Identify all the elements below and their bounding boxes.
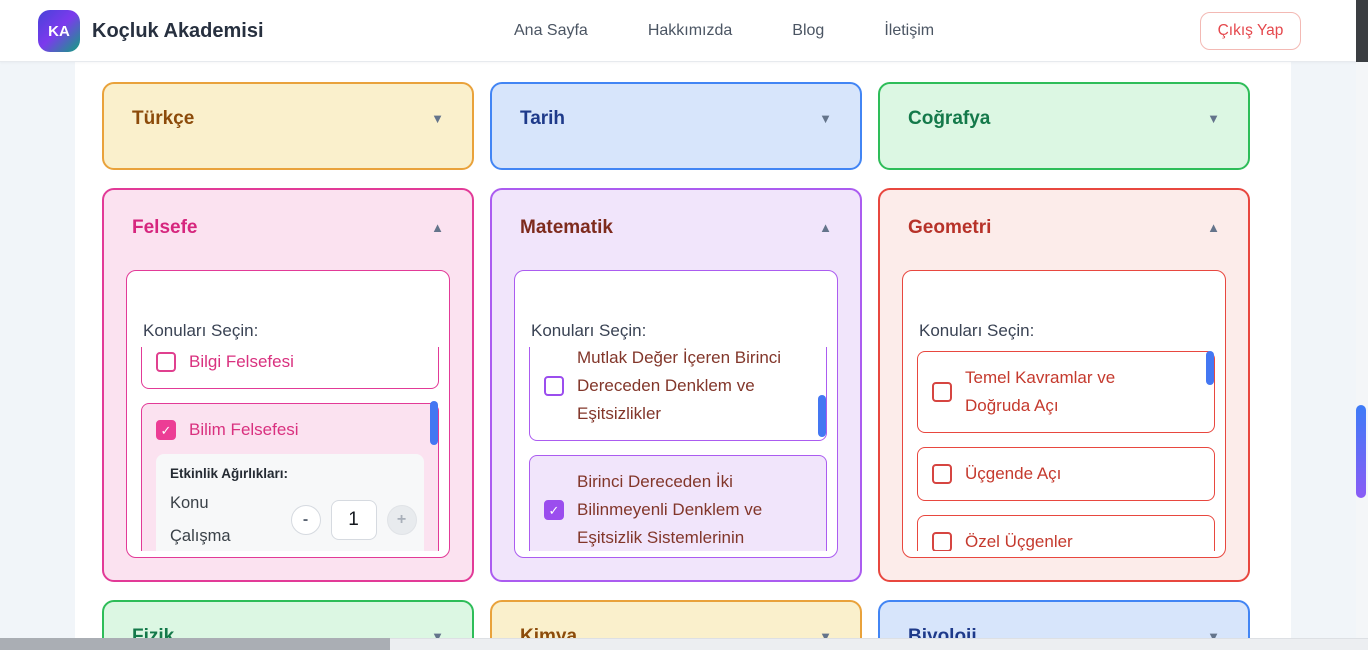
subject-title: Coğrafya — [908, 108, 991, 129]
subject-card-turkce-header[interactable]: Türkçe ▼ — [104, 84, 472, 133]
chevron-up-icon: ▲ — [819, 220, 832, 235]
select-topics-label: Konuları Seçin: — [143, 321, 259, 340]
chevron-up-icon: ▲ — [431, 220, 444, 235]
increment-button[interactable]: + — [386, 505, 417, 535]
logout-button[interactable]: Çıkış Yap — [1200, 12, 1301, 50]
topic-label: Bilgi Felsefesi — [189, 352, 294, 371]
checkbox-unchecked[interactable] — [932, 532, 952, 551]
subject-card-geometri-header[interactable]: Geometri ▲ — [880, 190, 1248, 242]
gradient-scroll-pill[interactable] — [1356, 405, 1366, 498]
topic-item[interactable]: ✓ Bilim Felsefesi Etkinlik Ağırlıkları: … — [141, 403, 439, 551]
subject-card-tarih: Tarih ▼ — [490, 82, 862, 170]
select-topics-label: Konuları Seçin: — [919, 321, 1035, 340]
checkbox-unchecked[interactable] — [544, 376, 564, 396]
subject-card-matematik: Matematik ▲ Konuları Seçin: Mutlak Değer… — [490, 188, 862, 582]
vertical-scrollbar-thumb[interactable] — [1356, 0, 1368, 62]
topic-label: Bilim Felsefesi — [189, 420, 299, 439]
subject-title: Geometri — [908, 217, 992, 238]
check-icon: ✓ — [548, 502, 560, 518]
brand-title: Koçluk Akademisi — [92, 19, 264, 42]
subject-title: Tarih — [520, 108, 566, 129]
topic-list: Temel Kavramlar ve Doğruda Açı Üçgende A… — [917, 347, 1215, 551]
activity-weights-panel: Etkinlik Ağırlıkları: Konu Çalışma - + — [156, 454, 424, 551]
topic-label: Özel Üçgenler — [965, 532, 1073, 551]
topic-item[interactable]: Özel Üçgenler — [917, 515, 1215, 551]
subject-card-cografya-header[interactable]: Coğrafya ▼ — [880, 84, 1248, 133]
topic-item[interactable]: ✓ Birinci Dereceden İki Bilinmeyenli Den… — [529, 455, 827, 551]
topic-list: Bilgi Felsefesi ✓ Bilim Felsefesi Etkinl… — [141, 347, 439, 551]
topic-label: Temel Kavramlar ve Doğruda Açı — [965, 368, 1116, 415]
horizontal-scrollbar-thumb[interactable] — [0, 638, 390, 650]
weight-stepper: - + — [290, 500, 417, 540]
subject-title: Matematik — [520, 217, 613, 238]
checkbox-checked[interactable]: ✓ — [156, 420, 176, 440]
check-icon: ✓ — [160, 422, 172, 438]
topic-item[interactable]: Temel Kavramlar ve Doğruda Açı — [917, 351, 1215, 433]
topic-label: Mutlak Değer İçeren Birinci Dereceden De… — [577, 348, 782, 423]
topics-panel: Konuları Seçin: Temel Kavramlar ve Doğru… — [902, 270, 1226, 558]
weight-input[interactable] — [330, 500, 377, 540]
nav-link-home[interactable]: Ana Sayfa — [514, 22, 588, 39]
topic-item[interactable]: Bilgi Felsefesi — [141, 347, 439, 389]
nav-link-contact[interactable]: İletişim — [884, 22, 935, 39]
subject-card-geometri: Geometri ▲ Konuları Seçin: Temel Kavraml… — [878, 188, 1250, 582]
subject-card-tarih-header[interactable]: Tarih ▼ — [492, 84, 860, 133]
topics-panel: Konuları Seçin: Bilgi Felsefesi ✓ Bilim … — [126, 270, 450, 558]
topic-list: Mutlak Değer İçeren Birinci Dereceden De… — [529, 347, 827, 551]
subject-card-cografya: Coğrafya ▼ — [878, 82, 1250, 170]
weight-row-label: Konu Çalışma — [170, 494, 231, 545]
subject-card-turkce: Türkçe ▼ — [102, 82, 474, 170]
checkbox-unchecked[interactable] — [156, 352, 176, 372]
list-scrollbar-thumb[interactable] — [1206, 351, 1214, 385]
checkbox-unchecked[interactable] — [932, 382, 952, 402]
app-header: KA Koçluk Akademisi Ana Sayfa Hakkımızda… — [0, 0, 1368, 62]
subject-card-matematik-header[interactable]: Matematik ▲ — [492, 190, 860, 242]
subject-title: Türkçe — [132, 108, 195, 129]
subject-card-felsefe-header[interactable]: Felsefe ▲ — [104, 190, 472, 242]
vertical-scrollbar-track[interactable] — [1356, 0, 1368, 650]
chevron-down-icon: ▼ — [431, 111, 444, 126]
topic-label: Üçgende Açı — [965, 464, 1062, 483]
list-scrollbar-thumb[interactable] — [818, 395, 826, 437]
topic-label: Birinci Dereceden İki Bilinmeyenli Denkl… — [577, 472, 763, 547]
main-nav: Ana Sayfa Hakkımızda Blog İletişim — [514, 0, 934, 62]
decrement-button[interactable]: - — [290, 505, 321, 535]
list-scrollbar-thumb[interactable] — [430, 401, 438, 445]
weights-heading: Etkinlik Ağırlıkları: — [170, 466, 289, 481]
brand-logo-icon: KA — [38, 10, 80, 52]
chevron-down-icon: ▼ — [1207, 111, 1220, 126]
checkbox-unchecked[interactable] — [932, 464, 952, 484]
chevron-up-icon: ▲ — [1207, 220, 1220, 235]
subject-title: Felsefe — [132, 217, 198, 238]
checkbox-checked[interactable]: ✓ — [544, 500, 564, 520]
select-topics-label: Konuları Seçin: — [531, 321, 647, 340]
topics-panel: Konuları Seçin: Mutlak Değer İçeren Biri… — [514, 270, 838, 558]
nav-link-about[interactable]: Hakkımızda — [647, 22, 733, 39]
subject-card-felsefe: Felsefe ▲ Konuları Seçin: Bilgi Felsefes… — [102, 188, 474, 582]
topic-item[interactable]: Üçgende Açı — [917, 447, 1215, 501]
nav-link-blog[interactable]: Blog — [792, 22, 825, 39]
chevron-down-icon: ▼ — [819, 111, 832, 126]
topic-item[interactable]: Mutlak Değer İçeren Birinci Dereceden De… — [529, 347, 827, 441]
